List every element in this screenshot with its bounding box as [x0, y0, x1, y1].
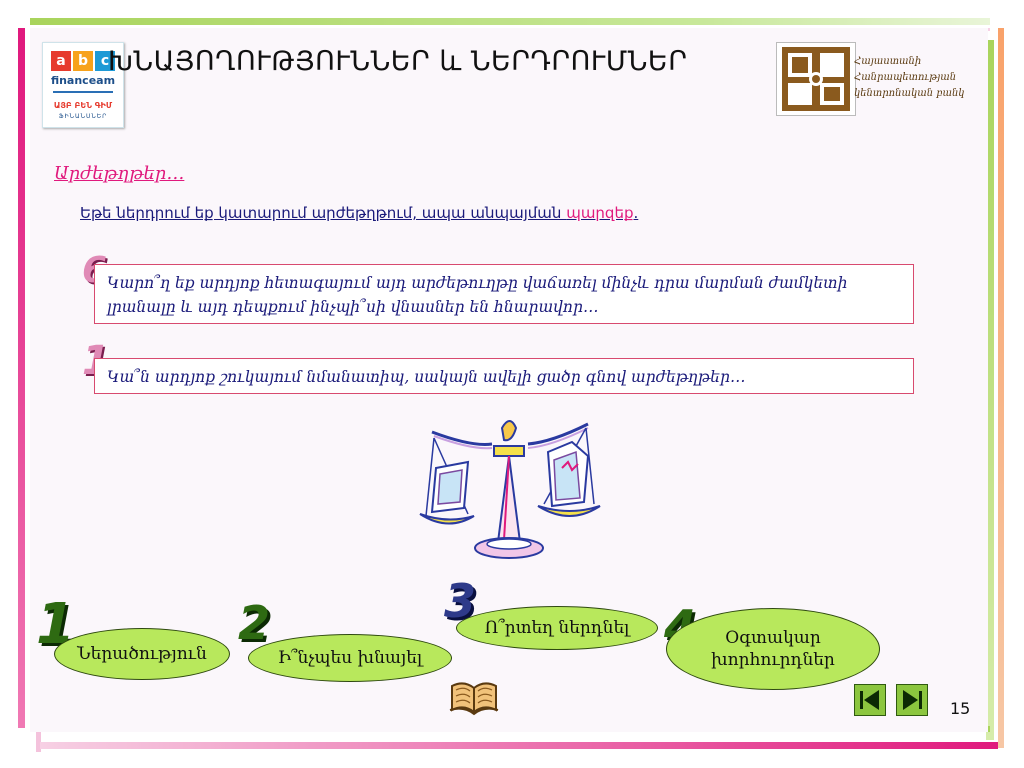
abc-letter-c: c: [95, 51, 115, 71]
nav-where-to-invest[interactable]: Ո՞րտեղ ներդնել: [456, 606, 658, 650]
balance-scales-icon: [419, 420, 601, 559]
bank-name-line1: Հայաստանի: [854, 56, 922, 67]
abc-letter-a: a: [51, 51, 71, 71]
nav-introduction[interactable]: Ներածություն: [54, 628, 230, 680]
intro-end: .: [633, 204, 639, 222]
right-orange-bar: [998, 28, 1004, 748]
section-subtitle: Արժեթղթեր…: [54, 163, 185, 184]
page-title: ԽՆԱՅՈՂՈՒԹՅՈՒՆՆԵՐ և ՆԵՐԴՐՈՒՄՆԵՐ: [108, 46, 688, 77]
bank-name-line3: կենտրոնական բանկ: [854, 88, 965, 99]
nav-useful-tips-label: Օգտակար խորհուրդներ: [711, 628, 835, 670]
bank-name: Հայաստանի Հանրապետության կենտրոնական բան…: [854, 54, 965, 102]
prev-slide-button[interactable]: [854, 684, 886, 716]
bank-name-line2: Հանրապետության: [854, 72, 957, 83]
question-text-2: Կա՞ն արդյոք շուկայում նմանատիպ, սակայն ա…: [107, 368, 746, 386]
question-text-1: Կարո՞ղ եք արդյոք հետագայում այդ արժեթուղ…: [107, 274, 848, 316]
nav-useful-tips[interactable]: Օգտակար խորհուրդներ: [666, 608, 880, 690]
question-box-1: Կարո՞ղ եք արդյոք հետագայում այդ արժեթուղ…: [94, 264, 914, 324]
bank-emblem-icon: [782, 47, 850, 111]
logo-tagline: ԱՅԲ ԲԵՆ ԳԻՄ: [53, 101, 113, 110]
abc-letter-b: b: [73, 51, 93, 71]
intro-main: Եթե ներդրում եք կատարում արժեթղթում, ապա…: [80, 204, 567, 222]
logo-tagline-sub: ՖԻՆԱՆՍՆԵՐ: [58, 113, 108, 120]
logo-divider: [53, 91, 113, 93]
next-triangle-icon: [903, 690, 922, 710]
nav-how-to-save[interactable]: Ի՞նչպես խնայել: [248, 634, 452, 682]
top-green-bar: [30, 18, 990, 25]
right-green-bar: [986, 40, 994, 740]
financeam-logo[interactable]: a b c financeam ԱՅԲ ԲԵՆ ԳԻՄ ՖԻՆԱՆՍՆԵՐ: [42, 42, 124, 128]
prev-triangle-icon: [860, 690, 879, 710]
logo-brand: financeam: [50, 74, 116, 87]
bottom-pink-bar: [40, 742, 998, 749]
nav-number-2: 2: [238, 596, 271, 650]
page-number: 15: [950, 699, 971, 718]
abc-blocks: a b c: [51, 51, 115, 71]
nav-where-to-invest-label: Ո՞րտեղ ներդնել: [484, 618, 630, 638]
central-bank-logo[interactable]: [776, 42, 856, 116]
left-pink-bar: [18, 28, 25, 728]
next-slide-button[interactable]: [896, 684, 928, 716]
nav-introduction-label: Ներածություն: [77, 644, 207, 664]
nav-how-to-save-label: Ի՞նչպես խնայել: [277, 648, 423, 668]
question-box-2: Կա՞ն արդյոք շուկայում նմանատիպ, սակայն ա…: [94, 358, 914, 394]
intro-text: Եթե ներդրում եք կատարում արժեթղթում, ապա…: [80, 204, 638, 222]
open-book-icon[interactable]: [448, 676, 500, 716]
intro-highlight: պարզեք: [566, 204, 634, 222]
